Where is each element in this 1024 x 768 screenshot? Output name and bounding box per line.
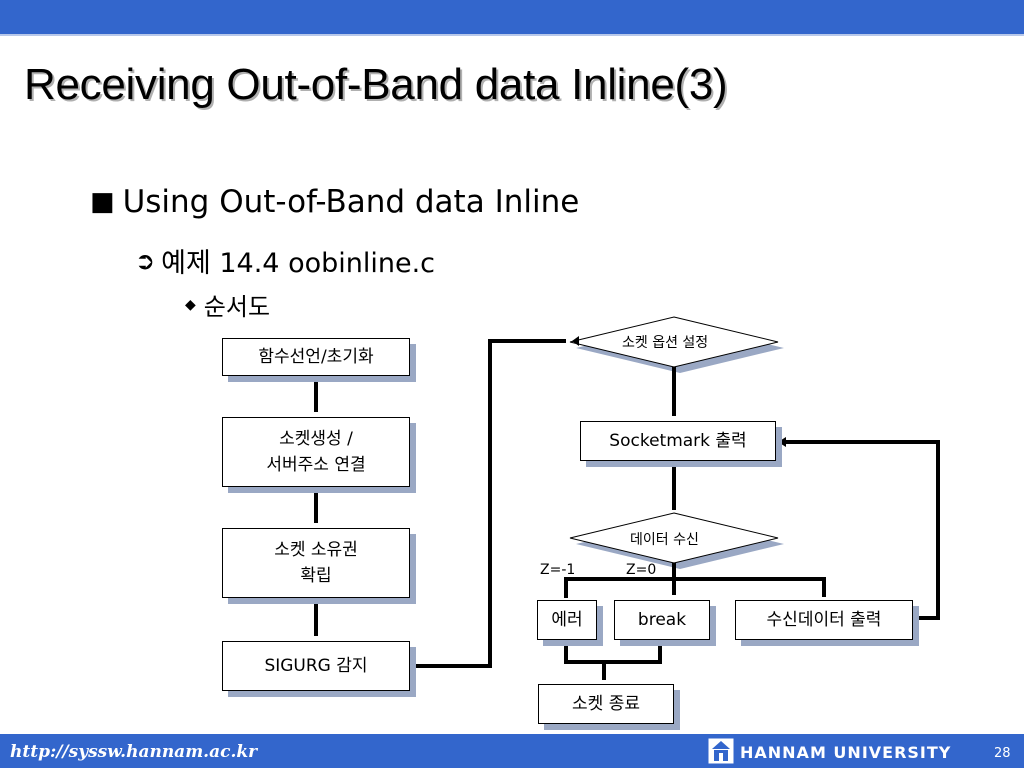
square-bullet-icon: ■ — [90, 187, 115, 217]
top-divider — [0, 34, 1024, 36]
bullet-level3-text: 순서도 — [203, 293, 271, 321]
bullet-level2-text: 예제 14.4 oobinline.c — [161, 248, 436, 279]
error-box: 에러 — [537, 600, 597, 640]
z-neg1-label: Z=-1 — [540, 562, 576, 578]
university-name: HANNAM UNIVERSITY — [740, 743, 952, 762]
bullet-level2: ➲ 예제 14.4 oobinline.c — [135, 241, 435, 280]
data-recv-label: 데이터 수신 — [630, 532, 699, 548]
connector-sigurg-to-option — [410, 339, 566, 668]
connector-branches — [564, 577, 826, 598]
sigurg-box: SIGURG 감지 — [222, 641, 410, 691]
connector-loop-back — [784, 440, 940, 620]
arrow-bullet-icon: ➲ — [135, 246, 156, 275]
connector-merge — [564, 640, 662, 664]
top-bar — [0, 0, 1024, 34]
arrowhead — [572, 336, 579, 346]
page-number: 28 — [994, 746, 1011, 761]
bullet-level1-text: Using Out-of-Band data Inline — [122, 184, 580, 220]
func-decl-box: 함수선언/초기화 — [222, 338, 410, 376]
recv-print-box: 수신데이터 출력 — [735, 600, 913, 640]
footer-url-link[interactable]: http://syssw.hannam.ac.kr — [10, 742, 258, 762]
socket-owner-box: 소켓 소유권 확립 — [222, 528, 410, 598]
slide-title: Receiving Out-of-Band data Inline(3) — [24, 60, 728, 109]
socketmark-box: Socketmark 출력 — [580, 421, 776, 461]
bottom-bar — [0, 734, 1024, 768]
diamond-bullet-icon: ◆ — [185, 296, 196, 313]
break-box: break — [614, 600, 710, 640]
socket-create-box: 소켓생성 / 서버주소 연결 — [222, 417, 410, 487]
socket-option-label: 소켓 옵션 설정 — [622, 335, 709, 351]
bullet-level1: ■ Using Out-of-Band data Inline — [90, 184, 579, 220]
university-logo-icon — [708, 738, 734, 764]
socket-close-box: 소켓 종료 — [538, 684, 674, 724]
arrowhead — [778, 437, 786, 447]
z-0-label: Z=0 — [626, 562, 657, 578]
bullet-level3: ◆ 순서도 — [185, 287, 270, 322]
